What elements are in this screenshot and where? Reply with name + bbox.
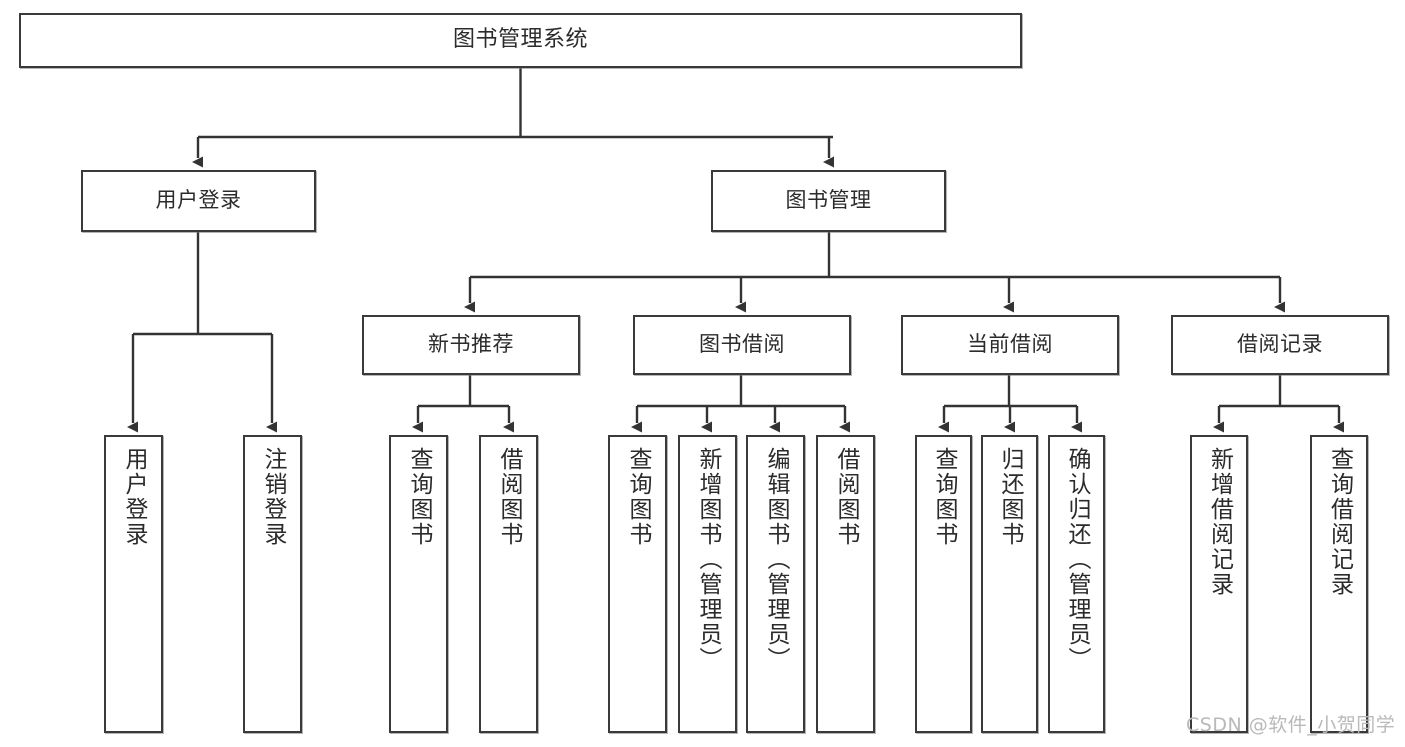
node-book-manage[interactable]: 图书管理 bbox=[711, 170, 946, 232]
node-label: 图书管理系统 bbox=[452, 27, 588, 53]
node-label: 用户登录 bbox=[121, 447, 147, 547]
leaf-borrow-book-1[interactable]: 借阅图书 bbox=[479, 435, 538, 733]
node-label: 借阅图书 bbox=[496, 447, 522, 547]
node-label: 查询借阅记录 bbox=[1326, 447, 1353, 597]
node-label: 编辑图书（管理员） bbox=[763, 447, 789, 672]
leaf-query-book-2[interactable]: 查询图书 bbox=[608, 435, 667, 733]
node-label: 新增图书（管理员） bbox=[695, 447, 721, 672]
node-label: 借阅图书 bbox=[833, 447, 859, 547]
node-label: 注销登录 bbox=[260, 447, 286, 547]
leaf-add-book[interactable]: 新增图书（管理员） bbox=[678, 435, 737, 733]
node-label: 图书管理 bbox=[785, 188, 872, 213]
node-current-borrow[interactable]: 当前借阅 bbox=[901, 315, 1119, 375]
node-label: 用户登录 bbox=[155, 188, 242, 213]
node-book-borrow[interactable]: 图书借阅 bbox=[633, 315, 851, 375]
node-label: 查询图书 bbox=[931, 447, 957, 547]
node-label: 查询图书 bbox=[625, 447, 651, 547]
node-label: 归还图书 bbox=[997, 447, 1023, 547]
node-label: 查询图书 bbox=[406, 447, 432, 547]
node-label: 新书推荐 bbox=[428, 332, 514, 357]
watermark-text: CSDN @软件_小贺同学 bbox=[1186, 714, 1396, 736]
node-new-book-recommend[interactable]: 新书推荐 bbox=[362, 315, 580, 375]
node-label: 新增借阅记录 bbox=[1206, 447, 1233, 597]
leaf-logout[interactable]: 注销登录 bbox=[243, 435, 302, 733]
node-user-login[interactable]: 用户登录 bbox=[81, 170, 316, 232]
leaf-query-book-1[interactable]: 查询图书 bbox=[389, 435, 448, 733]
leaf-confirm-return[interactable]: 确认归还（管理员） bbox=[1048, 435, 1105, 733]
node-root-system[interactable]: 图书管理系统 bbox=[19, 13, 1022, 68]
leaf-return-book[interactable]: 归还图书 bbox=[981, 435, 1038, 733]
leaf-add-record[interactable]: 新增借阅记录 bbox=[1190, 435, 1248, 733]
node-label: 借阅记录 bbox=[1237, 332, 1323, 357]
node-label: 图书借阅 bbox=[699, 332, 785, 357]
leaf-edit-book[interactable]: 编辑图书（管理员） bbox=[746, 435, 805, 733]
leaf-query-record[interactable]: 查询借阅记录 bbox=[1310, 435, 1368, 733]
leaf-borrow-book-2[interactable]: 借阅图书 bbox=[816, 435, 875, 733]
leaf-user-login[interactable]: 用户登录 bbox=[104, 435, 163, 733]
node-label: 确认归还（管理员） bbox=[1064, 447, 1090, 672]
node-borrow-record[interactable]: 借阅记录 bbox=[1171, 315, 1389, 375]
leaf-query-book-3[interactable]: 查询图书 bbox=[915, 435, 972, 733]
node-label: 当前借阅 bbox=[967, 332, 1053, 357]
